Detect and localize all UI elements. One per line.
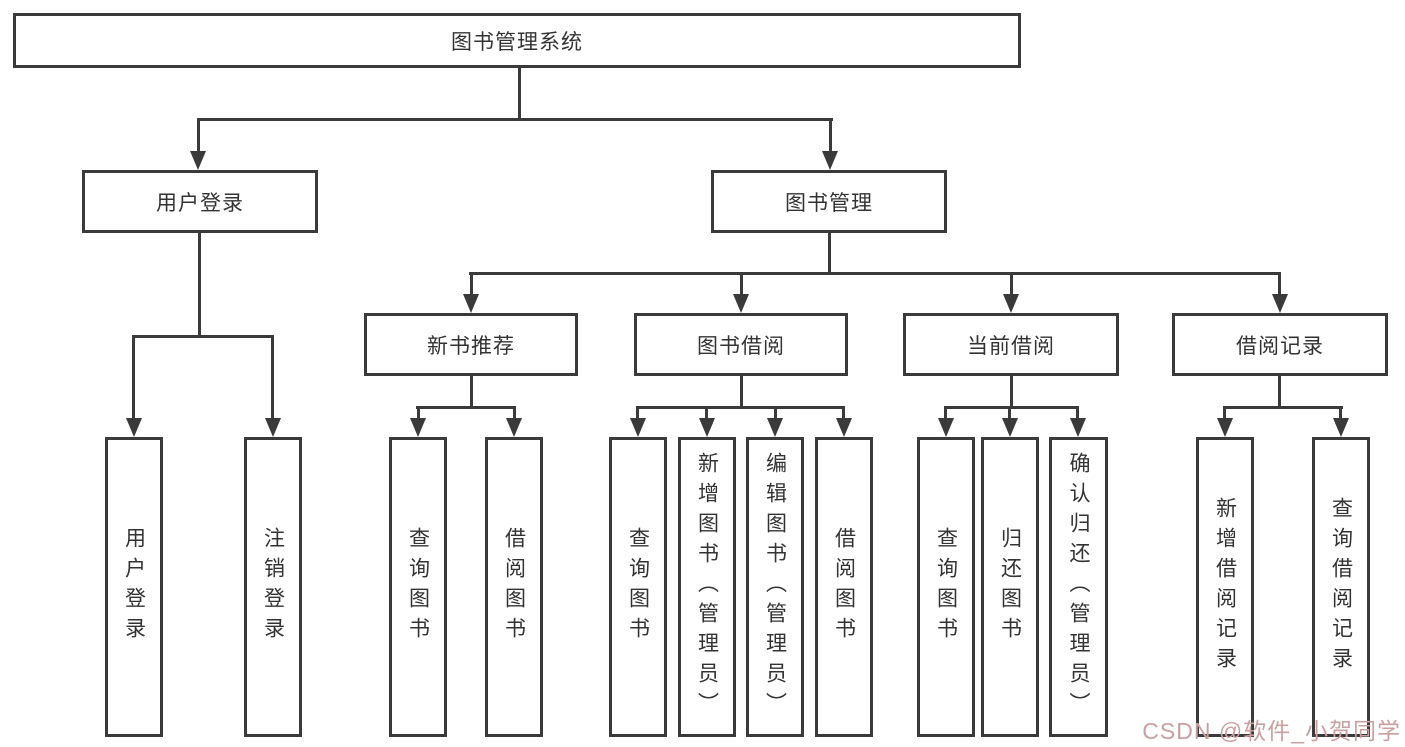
- connector-hline: [469, 272, 1281, 275]
- connector-vline: [417, 406, 420, 420]
- leaf-label: 新增借阅记录: [1213, 497, 1237, 677]
- leaf-label: 借阅图书: [502, 527, 526, 647]
- node-add-book-admin: 新增图书（管理员）: [678, 437, 736, 737]
- arrowhead-down: [699, 418, 715, 437]
- leaf-label: 归还图书: [998, 527, 1022, 647]
- arrowhead-down: [1070, 418, 1086, 437]
- arrowhead-down: [938, 418, 954, 437]
- node-add-borrow-record: 新增借阅记录: [1196, 437, 1254, 737]
- leaf-label: 查询图书: [934, 527, 958, 647]
- connector-vline: [518, 68, 521, 118]
- connector-vline: [132, 335, 135, 420]
- connector-vline: [1076, 406, 1079, 420]
- arrowhead-down: [1333, 418, 1349, 437]
- node-book-borrow: 图书借阅: [634, 313, 848, 376]
- node-confirm-return-admin: 确认归还（管理员）: [1049, 437, 1108, 737]
- leaf-label: 查询借阅记录: [1329, 497, 1353, 677]
- node-borrow-books-leaf: 借阅图书: [815, 437, 873, 737]
- connector-vline: [1278, 376, 1281, 406]
- connector-vline: [705, 406, 708, 420]
- arrowhead-down: [410, 418, 426, 437]
- arrowhead-down: [1003, 294, 1019, 313]
- connector-vline: [470, 376, 473, 406]
- connector-vline: [513, 406, 516, 420]
- connector-vline: [774, 406, 777, 420]
- node-edit-book-admin: 编辑图书（管理员）: [746, 437, 804, 737]
- arrowhead-down: [836, 418, 852, 437]
- connector-hline: [132, 335, 274, 338]
- connector-vline: [1008, 406, 1011, 420]
- leaf-label: 新增图书（管理员）: [695, 452, 719, 722]
- node-do-user-login: 用户登录: [105, 437, 163, 737]
- leaf-label: 确认归还（管理员）: [1067, 452, 1090, 722]
- leaf-label: 注销登录: [261, 527, 285, 647]
- node-borrow-records: 借阅记录: [1172, 313, 1388, 376]
- node-user-login: 用户登录: [82, 170, 318, 233]
- connector-hline: [636, 406, 845, 409]
- node-new-book-recommend: 新书推荐: [364, 313, 578, 376]
- connector-vline: [271, 335, 274, 420]
- arrowhead-down: [1272, 294, 1288, 313]
- csdn-watermark: CSDN @软件_小贺同学: [1142, 718, 1401, 744]
- connector-vline: [1010, 272, 1013, 298]
- arrowhead-down: [265, 418, 281, 437]
- connector-vline: [1010, 376, 1013, 406]
- arrowhead-down: [630, 418, 646, 437]
- connector-vline: [1339, 406, 1342, 420]
- arrowhead-down: [733, 294, 749, 313]
- node-borrow-books-recommend: 借阅图书: [485, 437, 543, 737]
- connector-hline: [197, 118, 833, 121]
- node-query-books-current: 查询图书: [917, 437, 975, 737]
- arrowhead-down: [822, 151, 838, 170]
- arrowhead-down: [463, 294, 479, 313]
- leaf-label: 用户登录: [122, 527, 146, 647]
- connector-vline: [1223, 406, 1226, 420]
- node-query-books-recommend: 查询图书: [389, 437, 447, 737]
- node-current-borrow: 当前借阅: [903, 313, 1119, 376]
- connector-vline: [197, 118, 200, 155]
- node-book-management-system: 图书管理系统: [13, 13, 1021, 68]
- leaf-label: 查询图书: [626, 527, 650, 647]
- arrowhead-down: [767, 418, 783, 437]
- connector-vline: [470, 272, 473, 298]
- arrowhead-down: [506, 418, 522, 437]
- connector-vline: [944, 406, 947, 420]
- connector-hline: [1223, 406, 1343, 409]
- connector-vline: [198, 233, 201, 335]
- connector-vline: [636, 406, 639, 420]
- node-return-books: 归还图书: [981, 437, 1039, 737]
- node-book-management: 图书管理: [711, 170, 947, 233]
- connector-vline: [740, 376, 743, 406]
- node-logout: 注销登录: [244, 437, 302, 737]
- arrowhead-down: [190, 151, 206, 170]
- node-query-borrow-record: 查询借阅记录: [1312, 437, 1370, 737]
- leaf-label: 借阅图书: [832, 527, 856, 647]
- arrowhead-down: [1217, 418, 1233, 437]
- connector-vline: [1278, 272, 1281, 298]
- arrowhead-down: [126, 418, 142, 437]
- connector-vline: [829, 118, 832, 155]
- connector-vline: [828, 233, 831, 272]
- connector-vline: [740, 272, 743, 298]
- connector-vline: [842, 406, 845, 420]
- leaf-label: 查询图书: [406, 527, 430, 647]
- arrowhead-down: [1002, 418, 1018, 437]
- connector-hline: [416, 406, 516, 409]
- connector-hline: [944, 406, 1079, 409]
- node-query-books-borrow: 查询图书: [609, 437, 667, 737]
- leaf-label: 编辑图书（管理员）: [763, 452, 787, 722]
